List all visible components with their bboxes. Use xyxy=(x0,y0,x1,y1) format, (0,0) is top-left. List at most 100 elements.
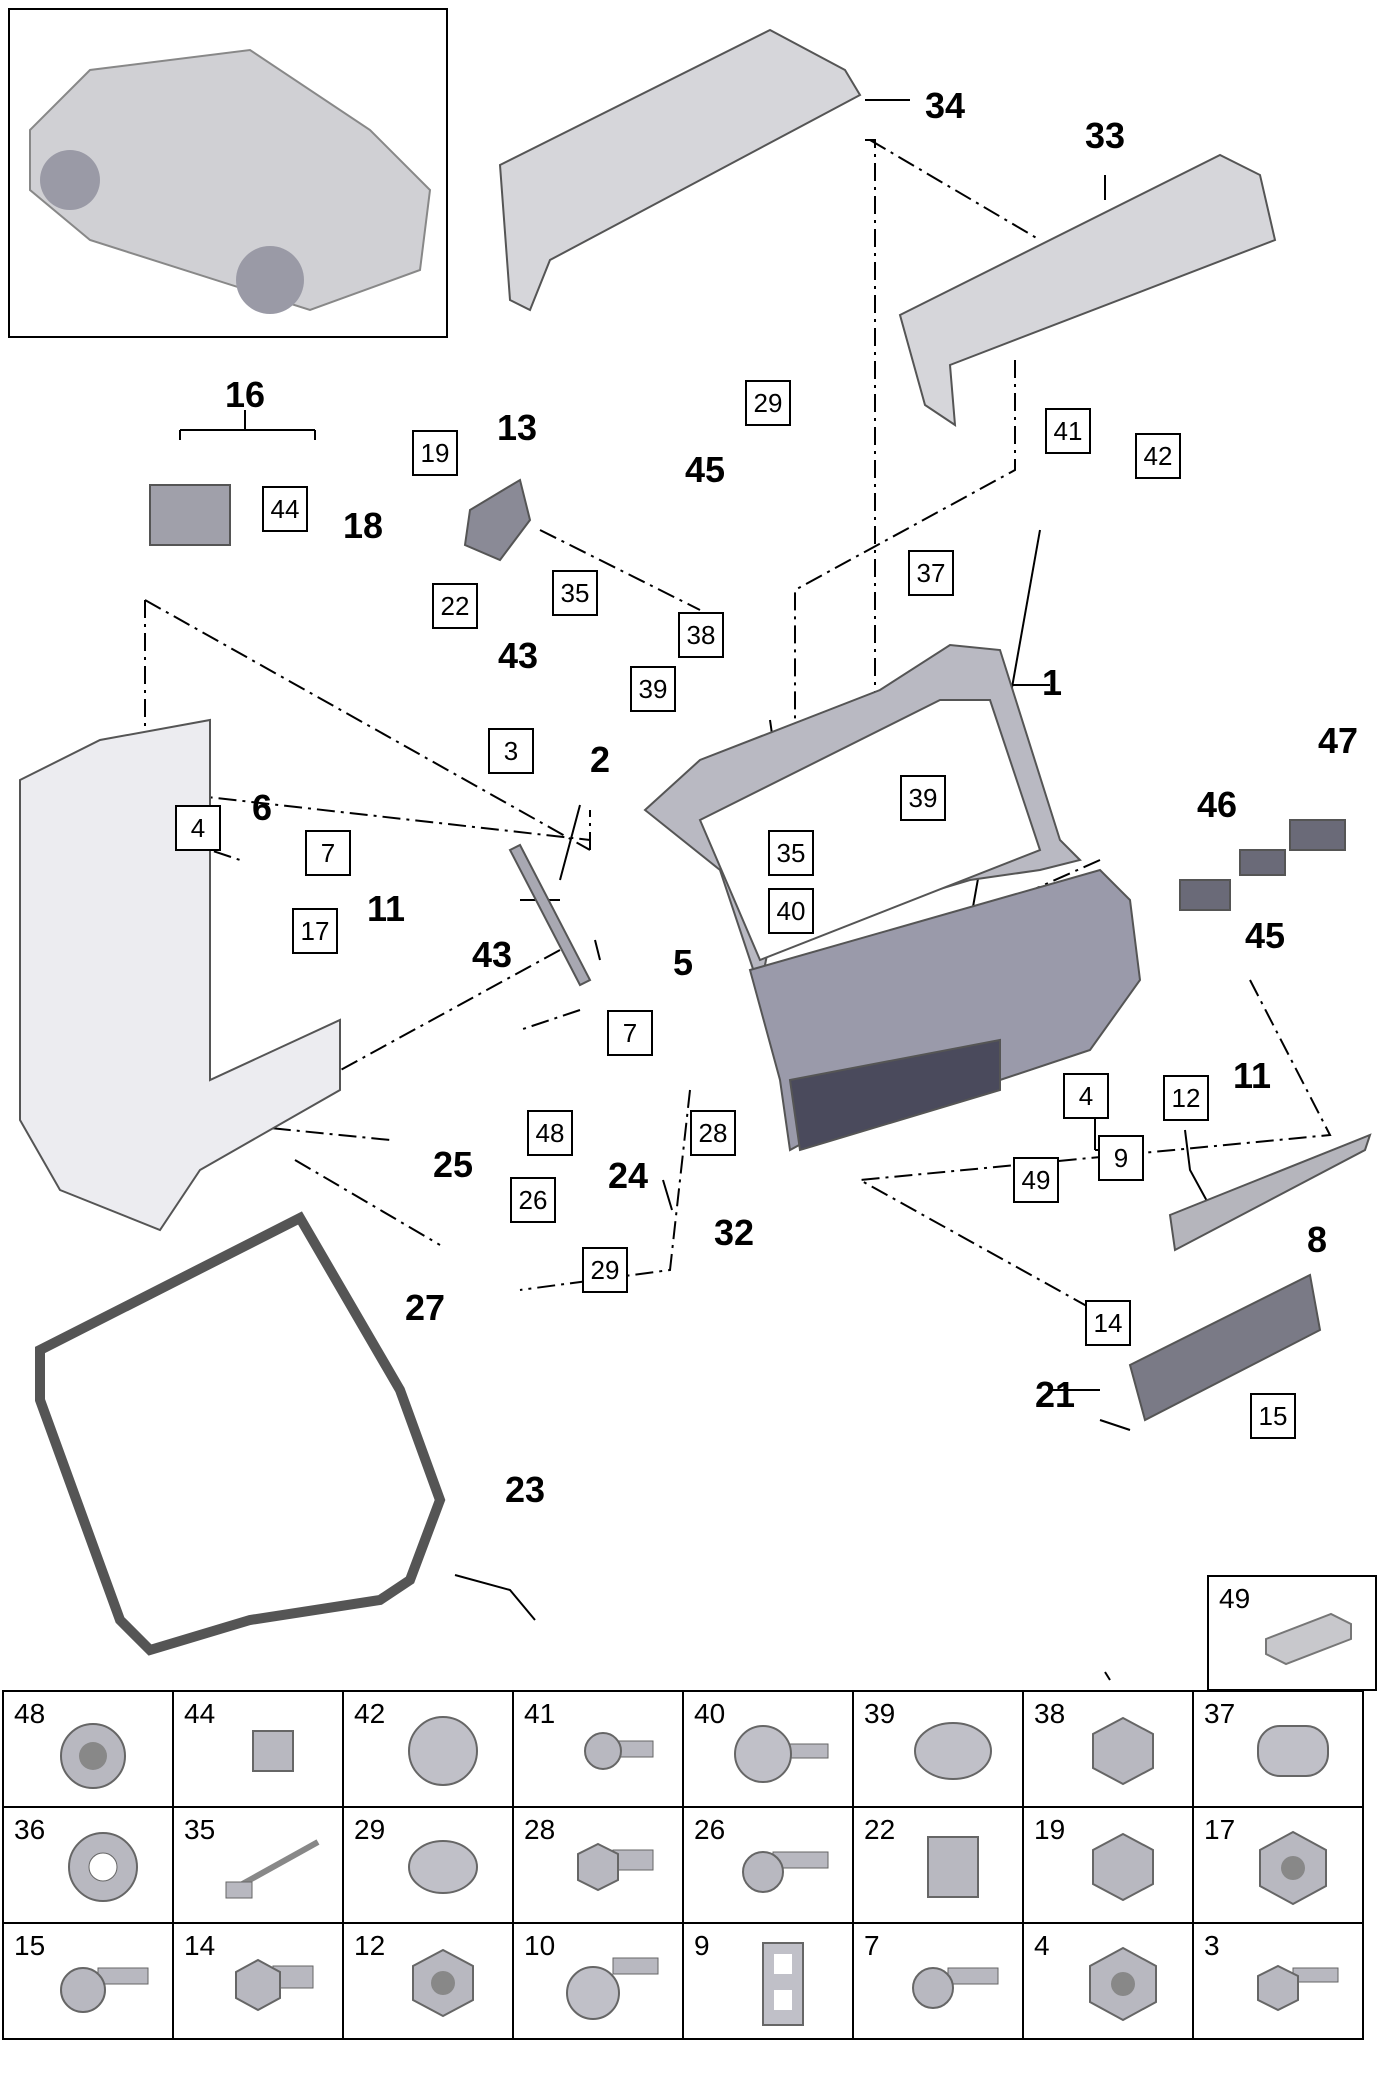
part-number: 48 xyxy=(14,1698,46,1729)
spoiler-31 xyxy=(898,153,1277,427)
flange-screw-icon xyxy=(1257,1964,1339,2012)
callout-16: 11 xyxy=(367,888,406,929)
callout-11: 11 xyxy=(1233,1055,1272,1096)
callout-20: 16 xyxy=(225,374,266,415)
part-number: 10 xyxy=(524,1930,556,1961)
callout-2: 2 xyxy=(590,739,611,780)
part-number: 38 xyxy=(1034,1698,1066,1729)
flange-bolt-icon xyxy=(577,1842,654,1892)
part-cell: 41 xyxy=(512,1690,684,1808)
callout-30: 32 xyxy=(714,1212,755,1253)
callout-34: 45 xyxy=(685,449,726,490)
callout-45: 45 xyxy=(1245,915,1286,956)
part-number: 15 xyxy=(14,1930,46,1961)
parts-grid: 48 44 42 41 40 39 38 37 36 35 29 28 26 2… xyxy=(2,1690,1364,2040)
hex-nut-icon xyxy=(1092,1832,1154,1902)
part-cell: 9 xyxy=(682,1922,854,2040)
hex-nut-icon xyxy=(1089,1946,1157,2022)
part-number: 28 xyxy=(524,1814,556,1845)
part-cell: 38 xyxy=(1022,1690,1194,1808)
tailgate-lock-18 xyxy=(463,478,532,562)
door-seal-23 xyxy=(35,1211,446,1656)
part-49-icon xyxy=(1265,1612,1352,1666)
callout-21: 18 xyxy=(343,505,384,546)
part-number: 49 xyxy=(1219,1583,1251,1614)
cap-icon xyxy=(408,1716,478,1786)
callout-box-38: 38 xyxy=(678,612,724,658)
callout-box-15: 15 xyxy=(1250,1393,1296,1439)
part-cell: 37 xyxy=(1192,1690,1364,1808)
pin-icon xyxy=(566,1957,659,2020)
callout-6: 6 xyxy=(252,787,273,828)
callout-32: 34 xyxy=(925,85,966,126)
bracket-icon xyxy=(762,1942,804,2026)
callout-box-4b: 4 xyxy=(1063,1073,1109,1119)
trim-strip-8 xyxy=(1168,1133,1372,1252)
part-number: 14 xyxy=(184,1930,216,1961)
callout-box-39b: 39 xyxy=(900,775,946,821)
part-cell: 14 xyxy=(172,1922,344,2040)
part-cell: 3 xyxy=(1192,1922,1364,2040)
part-cell: 17 xyxy=(1192,1806,1364,1924)
callout-23: 23 xyxy=(505,1469,546,1510)
part-number: 19 xyxy=(1034,1814,1066,1845)
hex-nut-icon xyxy=(1259,1830,1327,1906)
part-number: 7 xyxy=(864,1930,880,1961)
part-cell: 7 xyxy=(852,1922,1024,2040)
callout-24: 24 xyxy=(608,1155,649,1196)
callout-47: 47 xyxy=(1318,720,1359,761)
flange-bolt-icon xyxy=(235,1958,314,2012)
callout-box-14: 14 xyxy=(1085,1300,1131,1346)
vehicle-illustration xyxy=(29,48,432,314)
drive-motor-20 xyxy=(149,484,231,546)
rivet-icon xyxy=(734,1725,829,1783)
bolt-icon xyxy=(60,1967,149,2013)
part-cell: 42 xyxy=(342,1690,514,1808)
part-number: 37 xyxy=(1204,1698,1236,1729)
callout-box-40: 40 xyxy=(768,888,814,934)
oval-plug-icon xyxy=(914,1722,992,1780)
bolt-icon xyxy=(584,1732,654,1770)
washer-icon xyxy=(68,1832,138,1902)
part-cell: 15 xyxy=(2,1922,174,2040)
callout-box-29: 28 xyxy=(690,1110,736,1156)
part-number: 35 xyxy=(184,1814,216,1845)
part-cell: 48 xyxy=(2,1690,174,1808)
callout-box-12: 12 xyxy=(1163,1075,1209,1121)
part-number: 17 xyxy=(1204,1814,1236,1845)
part-cell: 35 xyxy=(172,1806,344,1924)
blind-rivet-icon xyxy=(225,1839,320,1899)
parts-row: 36 35 29 28 26 22 19 17 xyxy=(2,1806,1364,1924)
callout-13: 21 xyxy=(1035,1374,1076,1415)
parts-row: 48 44 42 41 40 39 38 37 xyxy=(2,1690,1364,1808)
part-cell: 28 xyxy=(512,1806,684,1924)
callout-33: 43 xyxy=(498,635,539,676)
part-number: 40 xyxy=(694,1698,726,1729)
parts-row: 15 14 12 10 9 7 4 3 xyxy=(2,1922,1364,2040)
part-number: 9 xyxy=(694,1930,710,1961)
part-number: 22 xyxy=(864,1814,896,1845)
callout-box-9: 9 xyxy=(1098,1135,1144,1181)
part-number: 4 xyxy=(1034,1930,1050,1961)
part-cell-49: 49 xyxy=(1207,1575,1377,1691)
callout-box-44: 44 xyxy=(262,486,308,532)
callout-box-22: 22 xyxy=(432,583,478,629)
callout-box-39a: 39 xyxy=(630,666,676,712)
callout-box-49: 49 xyxy=(1013,1157,1059,1203)
callout-box-7b: 7 xyxy=(607,1010,653,1056)
clip-icon xyxy=(927,1836,979,1898)
part-cell: 4 xyxy=(1022,1922,1194,2040)
callout-31: 33 xyxy=(1085,115,1126,156)
part-number: 36 xyxy=(14,1814,46,1845)
part-cell: 26 xyxy=(682,1806,854,1924)
callout-box-19: 19 xyxy=(412,430,458,476)
car-body-rear xyxy=(19,718,341,1232)
callout-box-17: 17 xyxy=(292,908,338,954)
callout-box-7a: 7 xyxy=(305,830,351,876)
part-number: 3 xyxy=(1204,1930,1220,1961)
part-cell: 44 xyxy=(172,1690,344,1808)
callout-box-28: 29 xyxy=(582,1247,628,1293)
callout-18: 13 xyxy=(497,407,538,448)
part-cell: 19 xyxy=(1022,1806,1194,1924)
gas-strut-43 xyxy=(508,843,592,987)
